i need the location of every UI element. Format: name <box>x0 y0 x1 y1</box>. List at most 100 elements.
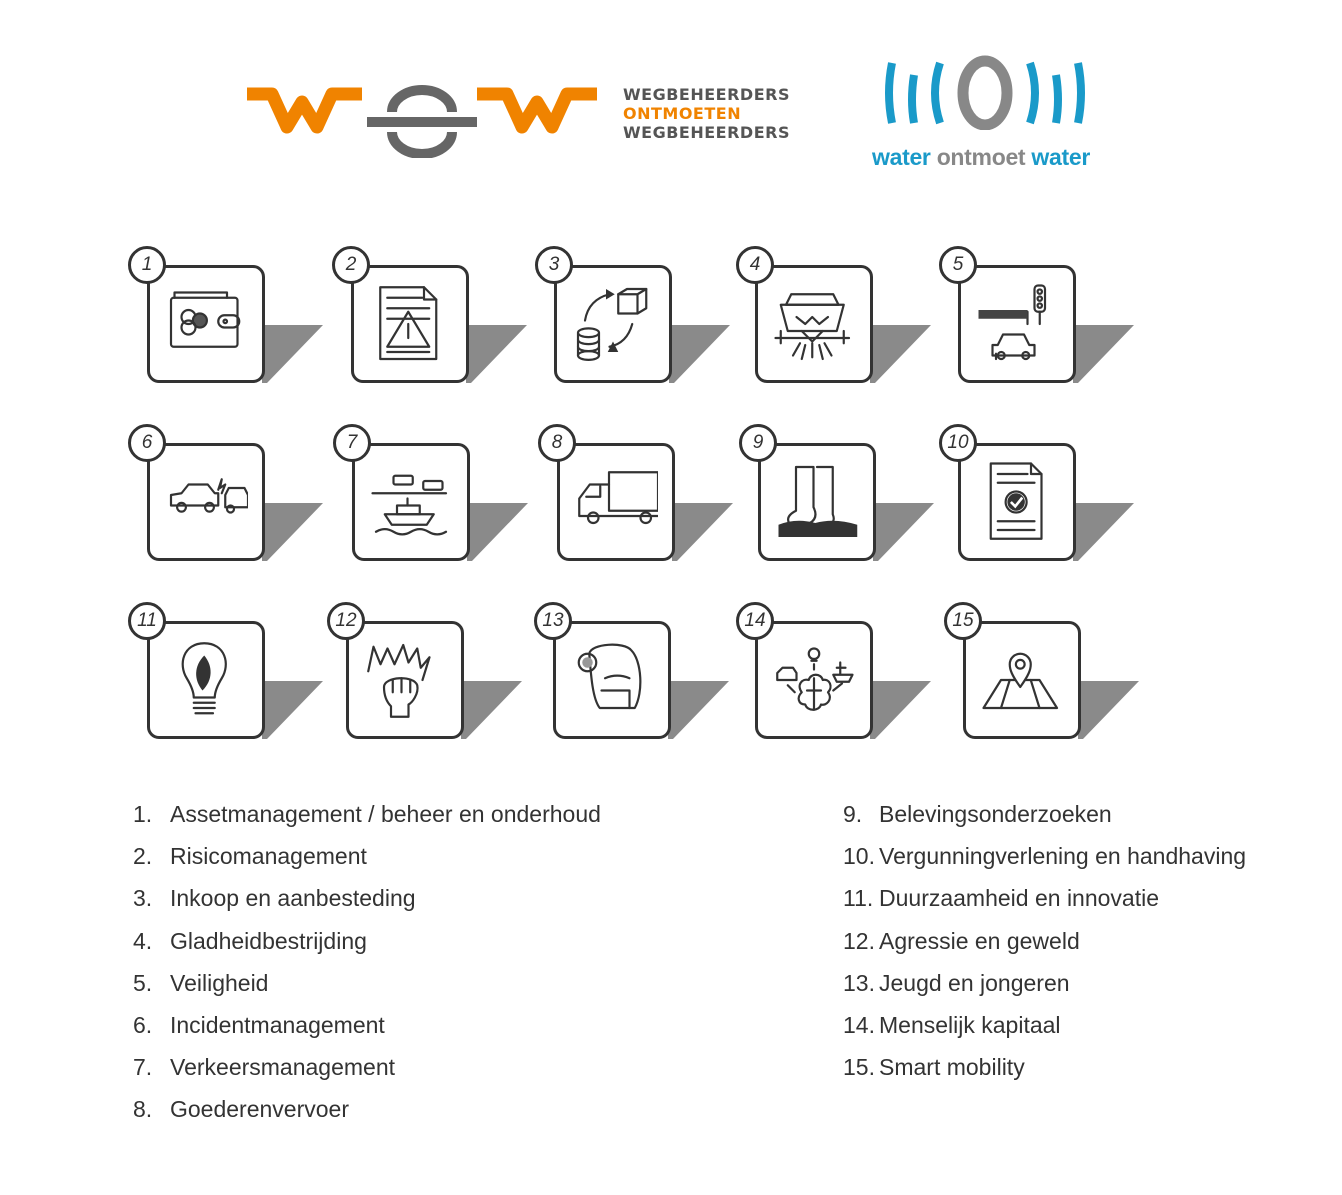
tile-shadow <box>669 325 730 383</box>
fist-icon <box>367 643 431 718</box>
tile-number: 2 <box>332 246 370 284</box>
water-logo <box>885 55 1085 130</box>
legend-item: 2. Risicomanagement <box>133 835 601 877</box>
tile-box <box>352 443 470 561</box>
legend-label: Agressie en geweld <box>879 927 1080 954</box>
topic-tile-5: 5 <box>939 246 1134 383</box>
tile-number: 4 <box>736 246 774 284</box>
barrier-traffic-light-car-icon <box>978 284 1047 361</box>
tile-shadow <box>467 503 528 561</box>
tile-shadow <box>1073 503 1134 561</box>
tile-number: 14 <box>736 602 774 640</box>
tile-box <box>553 621 671 739</box>
topic-tile-8: 8 <box>538 424 733 561</box>
tile-shadow <box>672 503 733 561</box>
tile-shadow <box>262 503 323 561</box>
legend-item: 4.Gladheidbestrijding <box>133 920 601 962</box>
topic-tile-2: 2 <box>332 246 527 383</box>
tile-shadow <box>466 325 527 383</box>
legend-label: Menselijk kapitaal <box>879 1012 1061 1039</box>
tile-number: 15 <box>944 602 982 640</box>
legend-number: 3. <box>133 885 153 912</box>
topic-tile-6: 6 <box>128 424 323 561</box>
legend-item: 3. Inkoop en aanbesteding <box>133 877 601 919</box>
topic-tile-13: 13 <box>534 602 729 739</box>
legend-number: 7. <box>133 1054 153 1081</box>
certificate-document-icon <box>989 462 1043 540</box>
tile-number: 11 <box>128 602 166 640</box>
legend-number: 15. <box>843 1054 875 1081</box>
tile-box <box>958 265 1076 383</box>
tile-box <box>147 621 265 739</box>
legend-item: 8.Goederenvervoer <box>133 1088 601 1130</box>
tile-box <box>554 265 672 383</box>
legend-number: 4. <box>133 927 153 954</box>
topic-tile-11: 11 <box>128 602 323 739</box>
logo-line-3: WEGBEHEERDERS <box>623 123 790 142</box>
topic-tile-1: 1 <box>128 246 323 383</box>
topic-tile-3: 3 <box>535 246 730 383</box>
car-collision-icon <box>169 478 248 514</box>
tile-shadow <box>1073 325 1134 383</box>
legend-item: 13.Jeugd en jongeren <box>843 962 1246 1004</box>
legend-number: 13. <box>843 969 875 996</box>
legend-item: 14.Menselijk kapitaal <box>843 1004 1246 1046</box>
wow-logo-text: WEGBEHEERDERS ONTMOETEN WEGBEHEERDERS <box>623 85 790 142</box>
legend-label: Inkoop en aanbesteding <box>170 885 416 912</box>
legend-number: 6. <box>133 1012 153 1039</box>
tile-number: 6 <box>128 424 166 462</box>
topic-tile-9: 9 <box>739 424 934 561</box>
tile-shadow <box>262 681 323 739</box>
warning-document-icon <box>379 286 438 361</box>
legend-label: Incidentmanagement <box>170 1012 385 1039</box>
legend-label: Smart mobility <box>879 1054 1025 1081</box>
wow-logo <box>247 85 597 158</box>
logo-line-1: WEGBEHEERDERS <box>623 85 790 104</box>
legend-label: Goederenvervoer <box>170 1096 349 1123</box>
tile-box <box>346 621 464 739</box>
tile-box <box>958 443 1076 561</box>
tile-box <box>755 265 873 383</box>
legend-item: 1.Assetmanagement / beheer en onderhoud <box>133 793 601 835</box>
logo-word: ontmoet <box>936 144 1026 170</box>
topic-tile-4: 4 <box>736 246 931 383</box>
tile-number: 7 <box>333 424 371 462</box>
tile-shadow <box>461 681 522 739</box>
tile-shadow <box>873 503 934 561</box>
tile-number: 5 <box>939 246 977 284</box>
legend-label: Vergunningverlening en handhaving <box>879 843 1247 870</box>
tile-number: 9 <box>739 424 777 462</box>
legend-number: 12. <box>843 927 875 954</box>
topic-tile-14: 14 <box>736 602 931 739</box>
legend-label: Verkeersmanagement <box>170 1054 396 1081</box>
tile-number: 8 <box>538 424 576 462</box>
legend-item: 9.Belevingsonderzoeken <box>843 793 1246 835</box>
coins-exchange-box-icon <box>576 287 648 361</box>
map-pin-icon <box>982 652 1059 710</box>
legend-number: 2. <box>133 843 153 870</box>
legend-label: Risicomanagement <box>170 843 367 870</box>
traffic-bridge-ship-icon <box>371 474 448 536</box>
legend-item: 5.Veiligheid <box>133 962 601 1004</box>
legend-label: Duurzaamheid en innovatie <box>879 885 1160 912</box>
brain-network-icon <box>776 647 854 711</box>
tile-box <box>755 621 873 739</box>
salt-spreader-truck-icon <box>774 293 851 361</box>
logo-word: water <box>872 144 931 170</box>
legend-item: 10.Vergunningverlening en handhaving <box>843 835 1246 877</box>
topic-tile-10: 10 <box>939 424 1134 561</box>
truck-icon <box>578 471 658 525</box>
tile-number: 13 <box>534 602 572 640</box>
topic-tile-7: 7 <box>333 424 528 561</box>
boots-icon <box>778 465 858 537</box>
tile-box <box>147 265 265 383</box>
lightbulb-leaf-icon <box>181 642 227 715</box>
wallet-euro-icon <box>169 291 241 348</box>
topic-tile-15: 15 <box>944 602 1139 739</box>
logo-word: water <box>1031 144 1090 170</box>
tile-shadow <box>1078 681 1139 739</box>
backpack-icon <box>577 643 642 710</box>
legend-label: Belevingsonderzoeken <box>879 801 1112 827</box>
